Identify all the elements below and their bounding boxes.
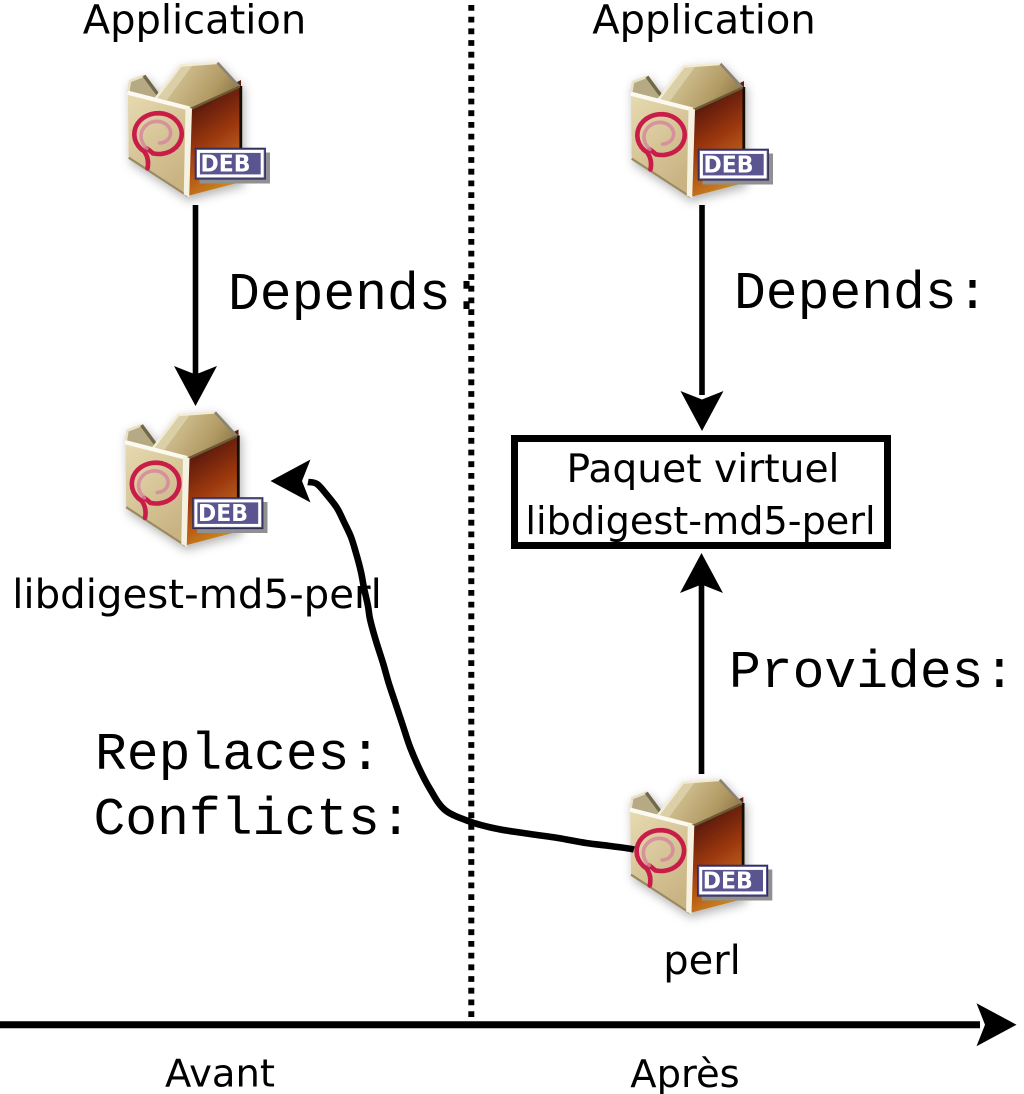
axis-label-avant: Avant	[165, 1052, 275, 1094]
depends-label-left: Depends:	[228, 265, 482, 325]
virtual-package-box: Paquet virtuel libdigest-md5-perl	[511, 435, 891, 549]
provides-arrow	[680, 553, 723, 774]
virtual-package-box-frame	[511, 435, 891, 549]
depends-label-right: Depends:	[734, 264, 988, 324]
application-label-left: Application	[83, 0, 307, 44]
replaces-conflicts-arrow-curve	[307, 478, 635, 853]
provides-label: Provides:	[729, 643, 1015, 703]
virtual-package-box-line1: Paquet virtuel	[567, 447, 840, 492]
perl-package-label: perl	[663, 938, 741, 984]
application-label-right: Application	[592, 0, 816, 44]
axis-label-apres: Après	[630, 1052, 740, 1094]
libdigest-package-label: libdigest-md5-perl	[12, 571, 382, 618]
conflicts-label: Conflicts:	[94, 790, 412, 850]
virtual-package-box-line2: libdigest-md5-perl	[525, 500, 875, 544]
replaces-conflicts-arrow	[270, 459, 635, 853]
replaces-label: Replaces:	[95, 725, 381, 785]
timeline-axis	[0, 1003, 1017, 1047]
depends-arrow-right	[680, 205, 724, 431]
depends-arrow-left	[174, 205, 217, 406]
